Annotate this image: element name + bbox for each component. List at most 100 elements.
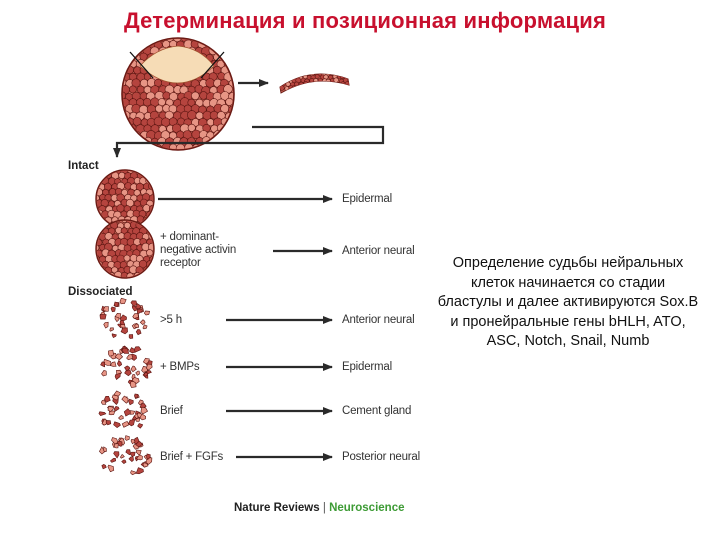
tissue-cell bbox=[308, 85, 315, 92]
tissue-cell bbox=[324, 88, 330, 93]
tissue-cell bbox=[305, 63, 310, 68]
tissue-cell bbox=[187, 123, 196, 132]
tissue-cell bbox=[319, 68, 324, 73]
tissue-cell bbox=[146, 249, 153, 257]
dissociated-cell bbox=[118, 415, 124, 420]
tissue-cell bbox=[303, 67, 307, 71]
tissue-cell bbox=[323, 81, 329, 88]
animal-cap-explant bbox=[279, 63, 350, 94]
tissue-cell bbox=[136, 85, 145, 94]
credit-separator: | bbox=[322, 502, 326, 514]
dissociated-cell bbox=[116, 359, 123, 367]
dissociated-cell bbox=[108, 349, 114, 357]
dissociated-cell bbox=[142, 357, 150, 365]
dissociated-cell bbox=[139, 319, 146, 325]
tissue-cell bbox=[300, 86, 306, 92]
tissue-cell bbox=[337, 86, 343, 91]
tissue-cell bbox=[317, 78, 323, 84]
dissociated-cell bbox=[103, 321, 109, 329]
tissue-cell bbox=[321, 85, 327, 91]
dissociated-cell bbox=[124, 369, 132, 377]
dissociated-cell bbox=[126, 353, 134, 361]
tissue-cell bbox=[319, 88, 326, 93]
tissue-cell bbox=[291, 74, 298, 76]
section-intact: Intact bbox=[68, 160, 99, 172]
dissociated-cell bbox=[111, 394, 119, 401]
tissue-cell bbox=[318, 63, 323, 68]
treatment-label-5: Brief bbox=[160, 405, 183, 417]
tissue-cell bbox=[328, 67, 333, 72]
tissue-cell bbox=[311, 81, 317, 87]
outcome-label-1: Epidermal bbox=[342, 193, 392, 205]
tissue-cell bbox=[308, 67, 312, 71]
dissociated-cell bbox=[113, 301, 119, 307]
dissociated-cell bbox=[146, 453, 151, 460]
tissue-cell bbox=[319, 81, 324, 87]
description-text: Определение судьбы нейральных клеток нач… bbox=[437, 255, 699, 349]
dissociated-cell bbox=[113, 406, 120, 412]
dissociated-cell bbox=[130, 438, 136, 445]
tissue-cell bbox=[315, 68, 320, 73]
tissue-cell bbox=[118, 171, 126, 179]
dissociated-cell bbox=[98, 411, 107, 417]
tissue-cell bbox=[324, 68, 329, 73]
tissue-cell bbox=[332, 82, 339, 88]
outcome-label-5: Cement gland bbox=[342, 405, 412, 417]
dissociated-cell bbox=[104, 396, 111, 403]
blastula-embryo bbox=[121, 37, 235, 151]
blastocoel bbox=[139, 45, 215, 84]
tissue-cell bbox=[306, 88, 312, 93]
dissociated-cell bbox=[130, 470, 137, 476]
tissue-cell bbox=[311, 67, 315, 71]
tissue-cell bbox=[285, 74, 291, 80]
dissociated-cell bbox=[136, 308, 143, 315]
dissociated-cell bbox=[123, 408, 131, 417]
dissociated-cell bbox=[133, 412, 139, 419]
dissociated-cell bbox=[146, 370, 152, 375]
tissue-cell bbox=[333, 67, 338, 72]
cut-line-right bbox=[200, 51, 225, 79]
tissue-cell bbox=[155, 104, 164, 113]
tissue-cell bbox=[128, 85, 137, 94]
tissue-cell bbox=[280, 78, 282, 85]
dissociated-cell bbox=[99, 314, 107, 320]
dissociated-cells-1 bbox=[99, 297, 150, 339]
dissociated-cell bbox=[113, 451, 120, 459]
treatment-label-4: + BMPs bbox=[160, 361, 200, 373]
tissue-cell bbox=[175, 143, 186, 149]
dissociated-cell bbox=[135, 449, 142, 456]
tissue-cell bbox=[301, 63, 306, 68]
dissociated-cell bbox=[101, 464, 107, 470]
dissociated-cell bbox=[137, 423, 144, 429]
tissue-cell bbox=[296, 85, 302, 91]
dissociated-cell bbox=[134, 323, 140, 328]
credit-journal: Nature Reviews bbox=[234, 502, 320, 514]
dissociated-cell bbox=[102, 358, 111, 366]
tissue-cell bbox=[315, 81, 321, 87]
dissociated-cell bbox=[125, 449, 132, 456]
dissociated-cell bbox=[100, 361, 105, 368]
tissue-cell bbox=[327, 81, 333, 87]
tissue-cell bbox=[123, 254, 131, 262]
tissue-cell bbox=[290, 88, 296, 93]
tissue-cell bbox=[133, 189, 141, 197]
dissociated-cell bbox=[111, 437, 119, 445]
dissociated-cell bbox=[143, 372, 149, 377]
dissociated-cell bbox=[143, 310, 150, 316]
tissue-cell bbox=[298, 67, 303, 72]
tissue-cell bbox=[324, 86, 331, 92]
tissue-cell bbox=[191, 91, 200, 101]
treatment-label-2-line-2: negative activin bbox=[160, 244, 237, 256]
tissue-cell bbox=[294, 89, 301, 93]
dissociated-cell bbox=[109, 457, 117, 463]
tissue-cell bbox=[298, 89, 304, 93]
dissociated-cell bbox=[135, 370, 140, 376]
tissue-cell bbox=[295, 68, 300, 73]
treatment-label-2-line-3: receptor bbox=[160, 257, 201, 269]
dissociated-cell bbox=[114, 372, 121, 380]
tissue-cell bbox=[281, 74, 288, 81]
dissociated-cell bbox=[142, 324, 148, 330]
